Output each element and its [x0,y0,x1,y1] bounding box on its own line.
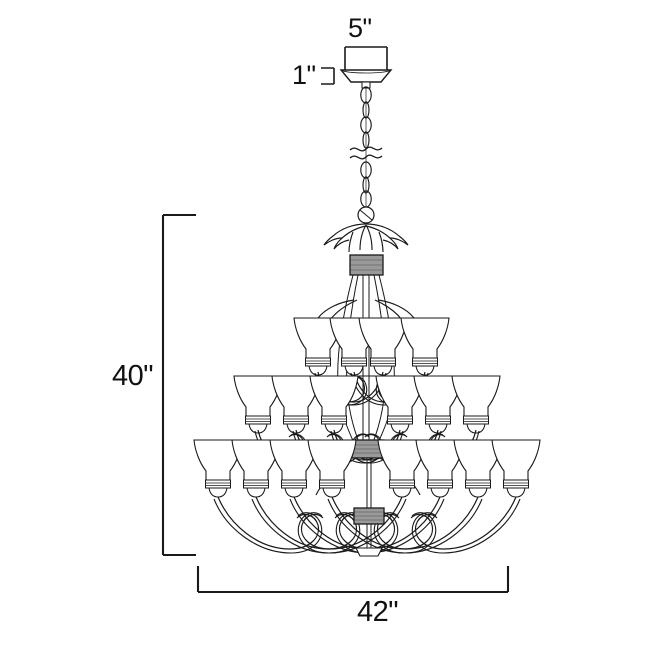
overall-width-dimension [196,566,510,594]
lower-collar-band [353,458,385,557]
suspension-chain [349,86,383,224]
canopy-height-dimension [321,67,335,85]
bell-glass-shade [451,375,501,434]
middle-tier [233,375,501,464]
leaf-finial-cluster [323,223,409,253]
bell-glass-shade [491,439,541,498]
upper-collar-band [349,254,384,276]
lower-tier [193,439,541,554]
upper-tier [293,299,450,406]
bell-glass-shade [400,317,450,376]
canopy-width-label: 5" [348,13,372,43]
scroll-arm [297,496,407,554]
overall-height-dimension [161,213,196,557]
bell-glass-shade [307,439,357,498]
canopy [339,69,393,89]
canopy-height-label: 1" [292,60,316,90]
scroll-arm [327,496,437,554]
overall-width-label: 42" [357,596,399,628]
chain-break-symbol [349,146,383,160]
overall-height-label: 40" [112,360,154,392]
